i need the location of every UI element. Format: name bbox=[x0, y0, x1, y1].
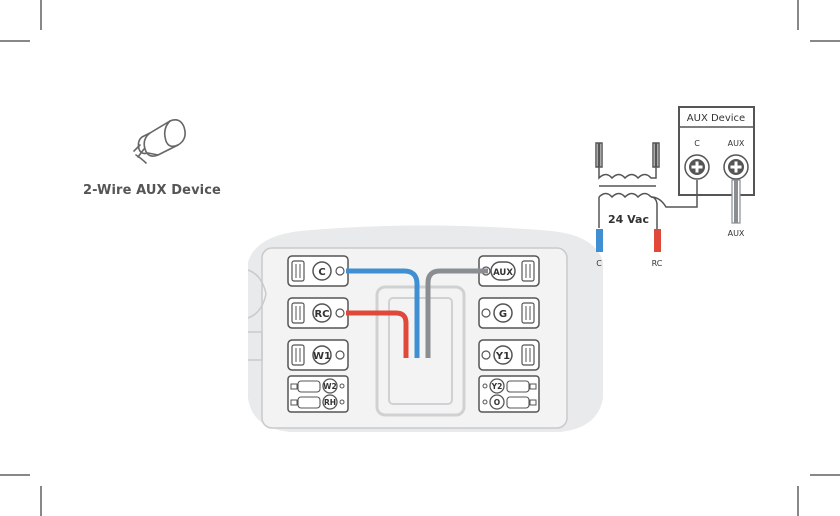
terminal-label: RH bbox=[324, 398, 336, 407]
device-title: 2-Wire AUX Device bbox=[83, 183, 221, 198]
voltage-label: 24 Vac bbox=[608, 213, 649, 226]
terminal-label: O bbox=[494, 398, 500, 407]
terminal-label: AUX bbox=[493, 268, 513, 278]
schematic-rc-wire bbox=[654, 229, 661, 252]
paired-terminal: Y2O bbox=[479, 376, 539, 412]
terminal-w1: W1 bbox=[288, 340, 348, 370]
schematic-c-label: C bbox=[596, 259, 602, 268]
terminal-label: C bbox=[318, 267, 325, 278]
terminal-label: RC bbox=[314, 309, 329, 320]
schematic-c-wire bbox=[596, 229, 603, 252]
aux-device-box-title: AUX Device bbox=[687, 113, 745, 124]
terminal-label: Y1 bbox=[495, 351, 510, 362]
aux-box-aux-label: AUX bbox=[728, 139, 745, 148]
terminal-y1: Y1 bbox=[479, 340, 539, 370]
schematic-aux-wire-label: AUX bbox=[728, 229, 745, 238]
terminal-label: W1 bbox=[313, 351, 331, 362]
aux-device-icon bbox=[134, 120, 185, 163]
terminal-label: G bbox=[499, 309, 507, 320]
terminal-c: C bbox=[288, 256, 348, 286]
terminal-label: W2 bbox=[323, 382, 337, 391]
terminal-label: Y2 bbox=[491, 382, 503, 391]
schematic-rc-label: RC bbox=[652, 259, 663, 268]
left-terminal-block: C RC W1 bbox=[288, 256, 348, 370]
terminal-g: G bbox=[479, 298, 539, 328]
aux-schematic: AUX Device C AUX AUX bbox=[596, 107, 754, 268]
terminal-rc: RC bbox=[288, 298, 348, 328]
aux-box-c-label: C bbox=[694, 139, 700, 148]
